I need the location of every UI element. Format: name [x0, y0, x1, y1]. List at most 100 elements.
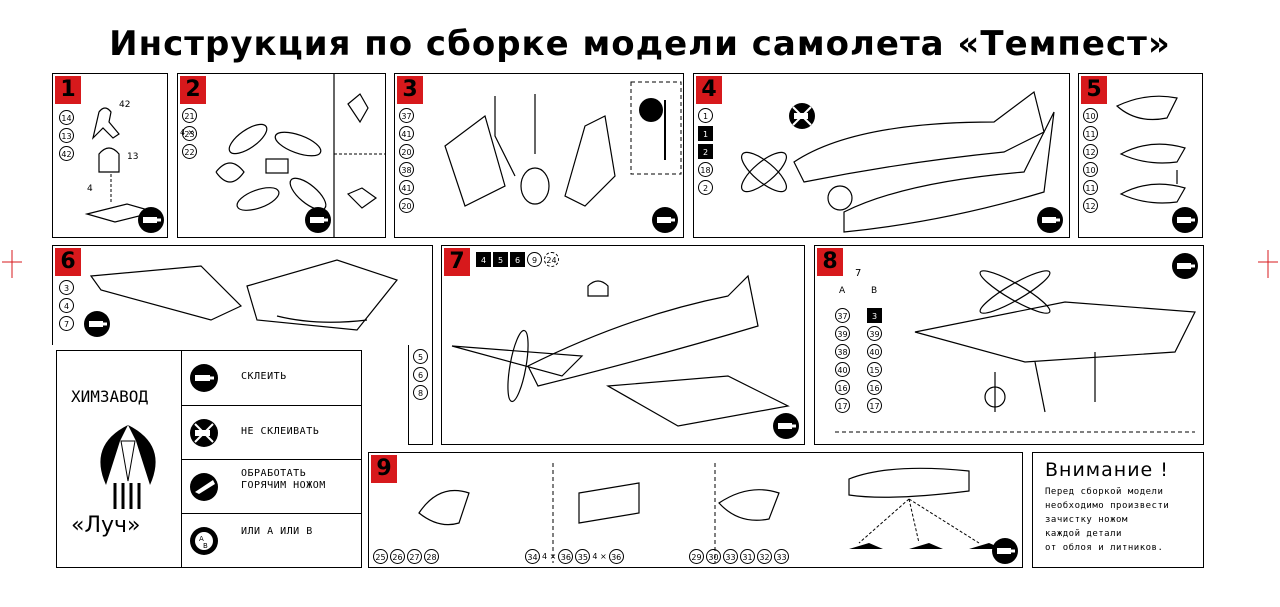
- step-number: 4: [696, 76, 722, 104]
- step-number: 2: [180, 76, 206, 104]
- part-number: 6: [510, 252, 525, 267]
- fuselage-drawing: [741, 90, 1055, 233]
- glue-icon: [652, 207, 678, 233]
- part-number: 26: [390, 549, 405, 564]
- tailplane-drawing: [1115, 95, 1186, 204]
- part-number: 12: [1083, 198, 1098, 213]
- step-9-panel: 9 25 26 27 28 34 4 × 36 35 4 × 36 29 30 …: [368, 452, 1023, 568]
- part-number: 11: [1083, 180, 1098, 195]
- step-6-side-panel: 5 6 8: [408, 345, 433, 445]
- part-number: 36: [558, 549, 574, 564]
- warning-line: зачистку ножом: [1045, 515, 1128, 525]
- part-number: 10: [1083, 162, 1098, 177]
- factory-name: ХИМЗАВОД: [71, 387, 149, 406]
- part-number: 10: [1083, 108, 1098, 123]
- registration-mark-icon: [2, 250, 22, 278]
- warning-panel: Внимание ! Перед сборкой модели необходи…: [1032, 452, 1204, 568]
- glue-icon: [992, 538, 1018, 564]
- part-number: 36: [608, 549, 624, 564]
- part-number: 28: [424, 549, 439, 564]
- registration-mark-icon: [1258, 250, 1278, 278]
- part-number: 37: [399, 108, 414, 123]
- glue-icon: [1172, 207, 1198, 233]
- legend-label: СКЛЕИТЬ: [241, 371, 287, 382]
- brand-name: «Луч»: [71, 513, 141, 538]
- step-number: 1: [55, 76, 81, 104]
- part-number: 22: [182, 144, 197, 159]
- step-number: 3: [397, 76, 423, 104]
- part-number: 25: [373, 549, 388, 564]
- legend-row: НЕ СКЛЕИВАТЬ: [181, 405, 361, 460]
- part-number: 1: [698, 126, 713, 141]
- part-number: 40: [867, 344, 882, 359]
- step-number: 5: [1081, 76, 1107, 104]
- callout: 4: [87, 184, 93, 194]
- part-number: 39: [835, 326, 850, 341]
- part-number: 27: [407, 549, 422, 564]
- part-number: 5: [413, 349, 428, 364]
- legend-label: ОБРАБОТАТЬ ГОРЯЧИМ НОЖОМ: [241, 468, 326, 491]
- part-number: 35: [575, 549, 591, 564]
- step-number: 6: [55, 248, 81, 276]
- canopy-parts-drawing: [418, 463, 780, 563]
- part-number: 38: [835, 344, 850, 359]
- part-number: 7: [59, 316, 74, 331]
- part-number: 41: [399, 126, 414, 141]
- part-number: 20: [399, 144, 414, 159]
- part-number: 2: [698, 180, 713, 195]
- step-4-panel: 4 1 1 2 18 2: [693, 73, 1070, 238]
- warning-line: Перед сборкой модели: [1045, 487, 1164, 497]
- warning-title: Внимание !: [1045, 459, 1169, 481]
- part-number: 8: [413, 385, 428, 400]
- gear-detail-drawing: [630, 81, 682, 175]
- part-number: 4: [59, 298, 74, 313]
- part-number: 16: [867, 380, 882, 395]
- glue-icon: [1172, 253, 1198, 279]
- callout: 13: [127, 152, 139, 162]
- part-number: 24: [544, 252, 559, 267]
- step-number: 9: [371, 455, 397, 483]
- legend-label: НЕ СКЛЕИВАТЬ: [241, 426, 320, 437]
- part-number: 3: [59, 280, 74, 295]
- multiplier: 4 ×: [592, 552, 607, 561]
- glue-icon: [84, 311, 110, 337]
- part-number: 5: [493, 252, 508, 267]
- part-number: 21: [182, 108, 197, 123]
- part-number: 4: [476, 252, 491, 267]
- part-number: 17: [835, 398, 850, 413]
- part-number: 33: [723, 549, 738, 564]
- part-number: 32: [757, 549, 772, 564]
- hot-knife-icon: [190, 473, 218, 501]
- warning-line: от облоя и литников.: [1045, 543, 1164, 553]
- part-number: 9: [527, 252, 542, 267]
- legend-label: ИЛИ А ИЛИ В: [241, 526, 313, 537]
- step-number: 8: [817, 248, 843, 276]
- luch-logo-icon: [100, 425, 156, 509]
- multiplier: 4 ×: [180, 128, 195, 137]
- svg-text:A: A: [199, 535, 204, 543]
- a-or-b-icon: AB: [190, 527, 218, 555]
- column-a-label: A: [839, 286, 846, 296]
- part-number: 18: [698, 162, 713, 177]
- part-number: 29: [689, 549, 704, 564]
- part-number: 31: [740, 549, 755, 564]
- propeller-drawing: [215, 123, 327, 211]
- part-number: 12: [1083, 144, 1098, 159]
- no-glue-icon: [789, 103, 815, 129]
- step-2-panel: 2 21 23 22 4 ×: [177, 73, 386, 238]
- fuselage-sections-drawing: [848, 467, 1003, 549]
- step-7-panel: 7 4 5 6 9 24: [441, 245, 805, 445]
- page-title: Инструкция по сборке модели самолета «Те…: [109, 24, 1171, 64]
- no-glue-icon: [190, 419, 218, 447]
- part-number: 1: [698, 108, 713, 123]
- part-number: 17: [867, 398, 882, 413]
- glue-icon: [305, 207, 331, 233]
- svg-text:B: B: [203, 542, 208, 550]
- part-number: 2: [698, 144, 713, 159]
- part-number: 11: [1083, 126, 1098, 141]
- part-number: 15: [867, 362, 882, 377]
- column-b-label: B: [871, 286, 878, 296]
- step-number: 7: [444, 248, 470, 276]
- part-number: 39: [867, 326, 882, 341]
